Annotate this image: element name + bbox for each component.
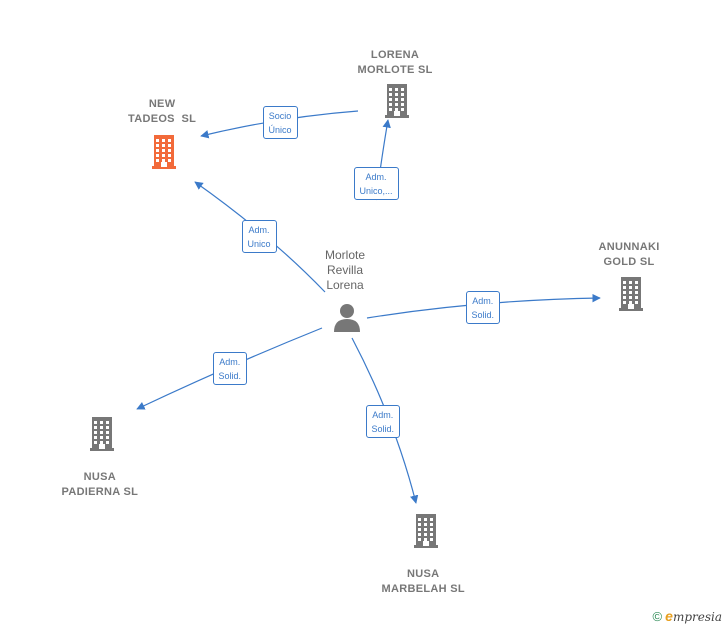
company-label-anunnaki-gold: ANUNNAKI GOLD SL: [598, 241, 660, 268]
brand-name: mpresia: [672, 610, 722, 624]
building-icon[interactable]: [619, 277, 645, 316]
company-label-new-tadeos: NEW TADEOS SL: [128, 98, 197, 125]
edge-label-person-to-new-tadeos[interactable]: Adm. Unico: [241, 219, 277, 253]
building-icon[interactable]: [152, 135, 178, 174]
edge-label-person-to-anunnaki-gold[interactable]: Adm. Solid.: [465, 290, 501, 324]
footer-brand: ©empresia: [653, 608, 722, 624]
person-icon[interactable]: [332, 303, 362, 338]
company-label-nusa-marbelah: NUSA MARBELAH SL: [381, 568, 465, 595]
person-name-label: Morlote Revilla Lorena: [325, 247, 366, 292]
edge-label-person-to-nusa-marbelah[interactable]: Adm. Solid.: [365, 404, 401, 438]
edge-label-person-to-nusa-padierna[interactable]: Adm. Solid.: [212, 351, 248, 385]
copyright-icon: ©: [652, 609, 663, 624]
brand-initial: e: [665, 608, 673, 624]
building-icon[interactable]: [90, 417, 116, 456]
company-label-nusa-padierna: NUSA PADIERNA SL: [61, 471, 139, 498]
edge-label-person-to-lorena-morlote[interactable]: Adm. Unico,...: [353, 166, 399, 200]
building-icon[interactable]: [385, 84, 411, 123]
edge-label-lorena-morlote-to-new-tadeos[interactable]: Socio Único: [262, 105, 298, 139]
building-icon[interactable]: [414, 514, 440, 553]
company-label-lorena-morlote: LORENA MORLOTE SL: [357, 49, 433, 76]
